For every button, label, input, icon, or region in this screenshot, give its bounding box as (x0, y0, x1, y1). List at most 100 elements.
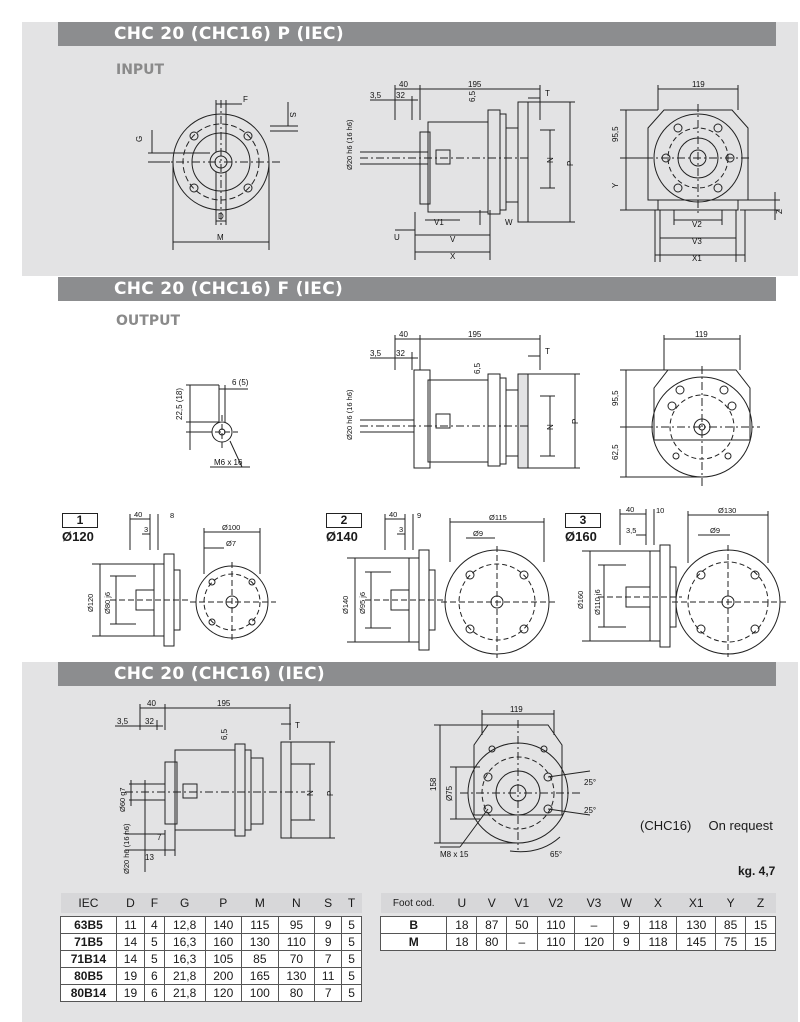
dim-3-5-out: 3,5 (370, 349, 382, 358)
table-row: 80B14 19 6 21,8 120 100 80 7 5 (60, 984, 362, 1002)
dim-w: W (505, 218, 513, 227)
table-cell: 9 (612, 933, 640, 951)
table-cell: 5 (341, 984, 362, 1002)
section-p-iec-band (22, 22, 798, 276)
table-cell: 71B5 (60, 933, 117, 951)
dim-119: 119 (692, 80, 705, 89)
foot-col-z: Z (745, 893, 776, 913)
flange-option-3-label: 3 Ø160 (565, 511, 601, 544)
flange-option-1-label: 1 Ø120 (62, 511, 98, 544)
foot-col-x: X (639, 893, 677, 913)
table-cell: 5 (144, 933, 165, 951)
dim-62-5-out: 62,5 (611, 444, 620, 460)
iec-col-iec: IEC (60, 893, 117, 913)
iec-dim-p: P (326, 791, 335, 796)
table-cell: 105 (204, 950, 243, 968)
table-cell: 16,3 (163, 950, 206, 968)
chc16-note-text: On request (708, 818, 773, 833)
iec-dim-13: 13 (145, 853, 154, 862)
dim-f: F (243, 95, 248, 104)
table-cell: 63B5 (60, 916, 117, 934)
iec-end-angle-1: 25° (584, 778, 596, 787)
output-end-drawing: 119 95,5 62,5 (611, 330, 760, 486)
option-3-number: 3 (565, 513, 601, 528)
table-cell: 15 (745, 933, 776, 951)
table-cell: 6 (144, 984, 165, 1002)
dim-u: U (394, 233, 400, 242)
dim-x: X (450, 252, 456, 261)
iec-end-angle-3: 65° (550, 850, 562, 859)
opt1-spigot: Ø80 j6 (103, 592, 112, 614)
table-cell: 6 (144, 967, 165, 985)
dim-d: D (218, 212, 224, 221)
iec-col-m: M (241, 893, 279, 913)
flange-option-2-drawing: 40 9 3 Ø115 Ø9 Ø140 Ø95 j6 (341, 510, 555, 658)
dim-22-5: 22,5 (18) (175, 388, 184, 420)
table-cell: 21,8 (163, 984, 206, 1002)
dim-shaft: Ø20 h6 (16 h6) (345, 119, 354, 170)
iec-dim-40: 40 (147, 699, 156, 708)
iec-col-t: T (341, 893, 362, 913)
dim-v2: V2 (692, 220, 702, 229)
table-cell: 95 (277, 916, 316, 934)
chc16-note-model: (CHC16) (640, 818, 692, 833)
dim-v3: V3 (692, 237, 702, 246)
table-cell: 11 (314, 967, 343, 985)
dim-t: T (545, 89, 550, 98)
iec-dim-32: 32 (145, 717, 154, 726)
option-1-diameter: Ø120 (62, 529, 94, 544)
table-cell: 80B14 (60, 984, 117, 1002)
iec-dim-shaft: Ø20 h6 (16 h6) (122, 823, 131, 874)
foot-col-code: Foot cod. (380, 893, 447, 913)
iec-table-header-row: IEC D F G P M N S T (60, 893, 362, 913)
table-cell: 85 (241, 950, 279, 968)
table-cell: 7 (314, 984, 343, 1002)
table-row: B 18 87 50 110 – 9 118 130 85 15 (379, 916, 776, 934)
iec-side-drawing: 40 195 3,5 32 6,5 T N P Ø60 g7 Ø20 h6 (1… (115, 699, 335, 874)
foot-col-v2: V2 (537, 893, 575, 913)
dim-3-5: 3,5 (370, 91, 382, 100)
table-cell: 200 (204, 967, 243, 985)
table-row: 80B5 19 6 21,8 200 165 130 11 5 (60, 967, 362, 985)
table-cell: 87 (476, 916, 508, 934)
opt1-flange: Ø120 (86, 594, 95, 612)
table-cell: 5 (341, 967, 362, 985)
dim-s: S (288, 112, 297, 117)
table-cell: – (506, 933, 538, 951)
input-end-drawing: 119 95,5 Y V2 V3 X1 Z (611, 80, 784, 263)
opt1-dim-8: 8 (170, 511, 174, 520)
table-cell: 118 (638, 916, 678, 934)
table-cell: 120 (574, 933, 614, 951)
table-cell: 118 (638, 933, 678, 951)
table-cell: 9 (314, 933, 343, 951)
dim-195-out: 195 (468, 330, 482, 339)
table-row: 71B5 14 5 16,3 160 130 110 9 5 (60, 933, 362, 951)
section-f-iec-title: CHC 20 (CHC16) F (IEC) (58, 277, 776, 301)
table-row: M 18 80 – 110 120 9 118 145 75 15 (379, 933, 776, 951)
dim-6-5: 6,5 (468, 90, 477, 102)
table-cell: 140 (204, 916, 243, 934)
table-cell: 12,8 (163, 916, 206, 934)
dim-6-5-key: 6 (5) (232, 378, 249, 387)
table-cell: 80 (476, 933, 508, 951)
table-cell: 75 (715, 933, 747, 951)
table-cell: 80 (277, 984, 316, 1002)
table-cell: 14 (115, 950, 146, 968)
dim-n: N (546, 157, 555, 163)
dim-v: V (450, 235, 456, 244)
table-cell: 120 (204, 984, 243, 1002)
table-cell: 19 (115, 967, 146, 985)
opt3-hole: Ø9 (710, 526, 720, 535)
dim-32-out: 32 (396, 349, 405, 358)
table-cell: 4 (144, 916, 165, 934)
dim-x1: X1 (692, 254, 702, 263)
iec-col-f: F (144, 893, 165, 913)
dim-m6: M6 x 16 (214, 458, 243, 467)
dim-shaft-out: Ø20 h6 (16 h6) (345, 389, 354, 440)
opt1-hole: Ø7 (226, 539, 236, 548)
table-cell: 9 (612, 916, 640, 934)
table-cell: 130 (241, 933, 279, 951)
dim-40-out: 40 (399, 330, 408, 339)
table-cell: – (574, 916, 614, 934)
input-flange-front-drawing: F S G D M (135, 95, 298, 250)
